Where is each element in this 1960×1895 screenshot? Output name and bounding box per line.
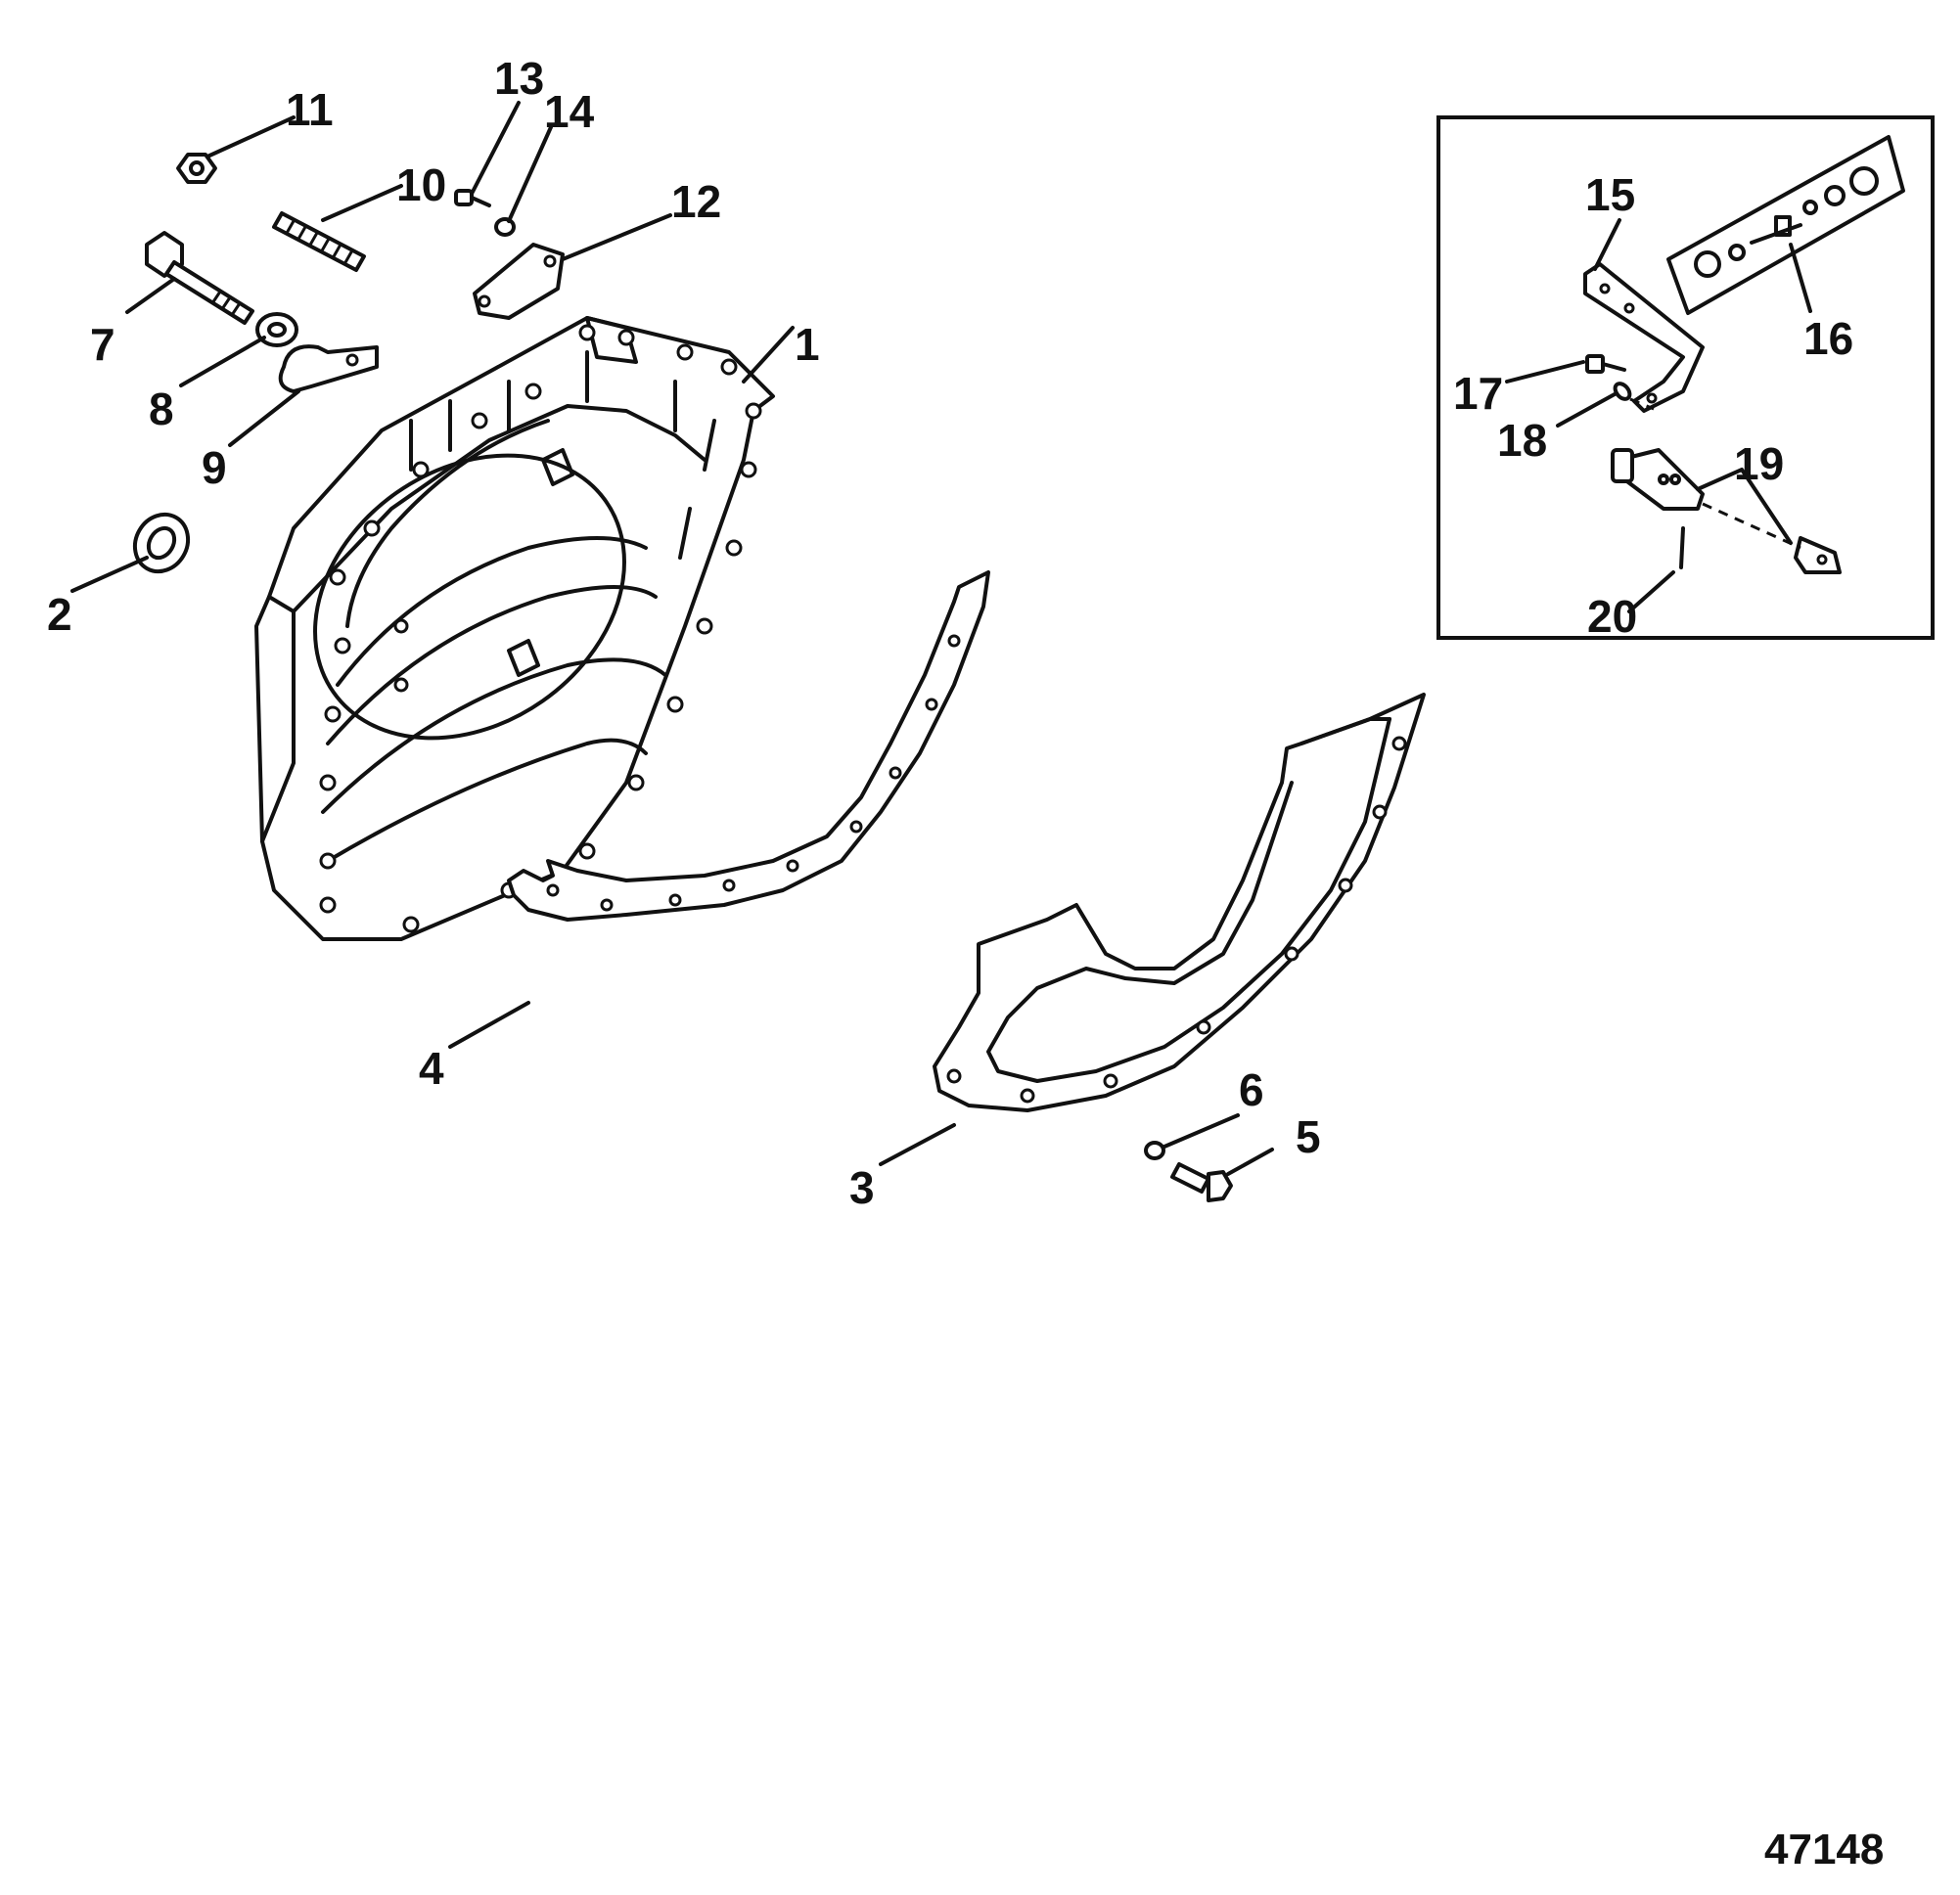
callout-17: 17 — [1453, 368, 1503, 419]
washer-small — [1144, 1141, 1165, 1160]
callout-6: 6 — [1239, 1064, 1264, 1115]
bolt — [145, 231, 254, 325]
stud — [272, 211, 366, 272]
callout-9: 9 — [202, 442, 227, 493]
seal — [132, 512, 191, 574]
callout-8: 8 — [149, 384, 174, 434]
nut — [176, 153, 217, 184]
callout-3: 3 — [849, 1162, 875, 1213]
flywheel-housing — [254, 316, 775, 941]
bracket-kit — [1666, 135, 1905, 315]
callout-13: 13 — [494, 53, 544, 104]
callout-4: 4 — [419, 1043, 444, 1094]
callout-19: 19 — [1734, 438, 1784, 489]
cover-plate — [933, 693, 1426, 1112]
callout-20: 20 — [1587, 591, 1637, 642]
screw-inset — [1585, 354, 1626, 374]
callout-14: 14 — [544, 86, 595, 137]
access-cover — [473, 243, 565, 320]
figure-number: 47148 — [1764, 1826, 1884, 1873]
leader-lines — [70, 101, 1812, 1176]
callout-18: 18 — [1497, 415, 1547, 466]
gasket — [507, 570, 990, 922]
callout-5: 5 — [1296, 1111, 1321, 1162]
callout-1: 1 — [795, 319, 820, 370]
callout-11: 11 — [286, 84, 334, 135]
washer-inset — [1613, 382, 1632, 401]
callout-16: 16 — [1803, 313, 1853, 364]
callout-7: 7 — [90, 319, 115, 370]
bracket — [1583, 262, 1705, 413]
washer — [255, 312, 298, 347]
lockwasher — [494, 217, 516, 237]
callout-15: 15 — [1585, 169, 1635, 220]
bolt-small — [1170, 1162, 1233, 1202]
callout-labels: 1 2 3 4 5 6 7 8 9 10 11 12 13 14 15 16 1… — [47, 53, 1853, 1213]
callout-10: 10 — [396, 159, 446, 210]
callout-12: 12 — [671, 176, 721, 227]
screw — [454, 189, 491, 207]
pin — [1679, 526, 1685, 569]
inset-detail — [1436, 115, 1935, 640]
clamp — [278, 344, 379, 393]
linkage — [1611, 448, 1842, 574]
callout-2: 2 — [47, 589, 72, 640]
